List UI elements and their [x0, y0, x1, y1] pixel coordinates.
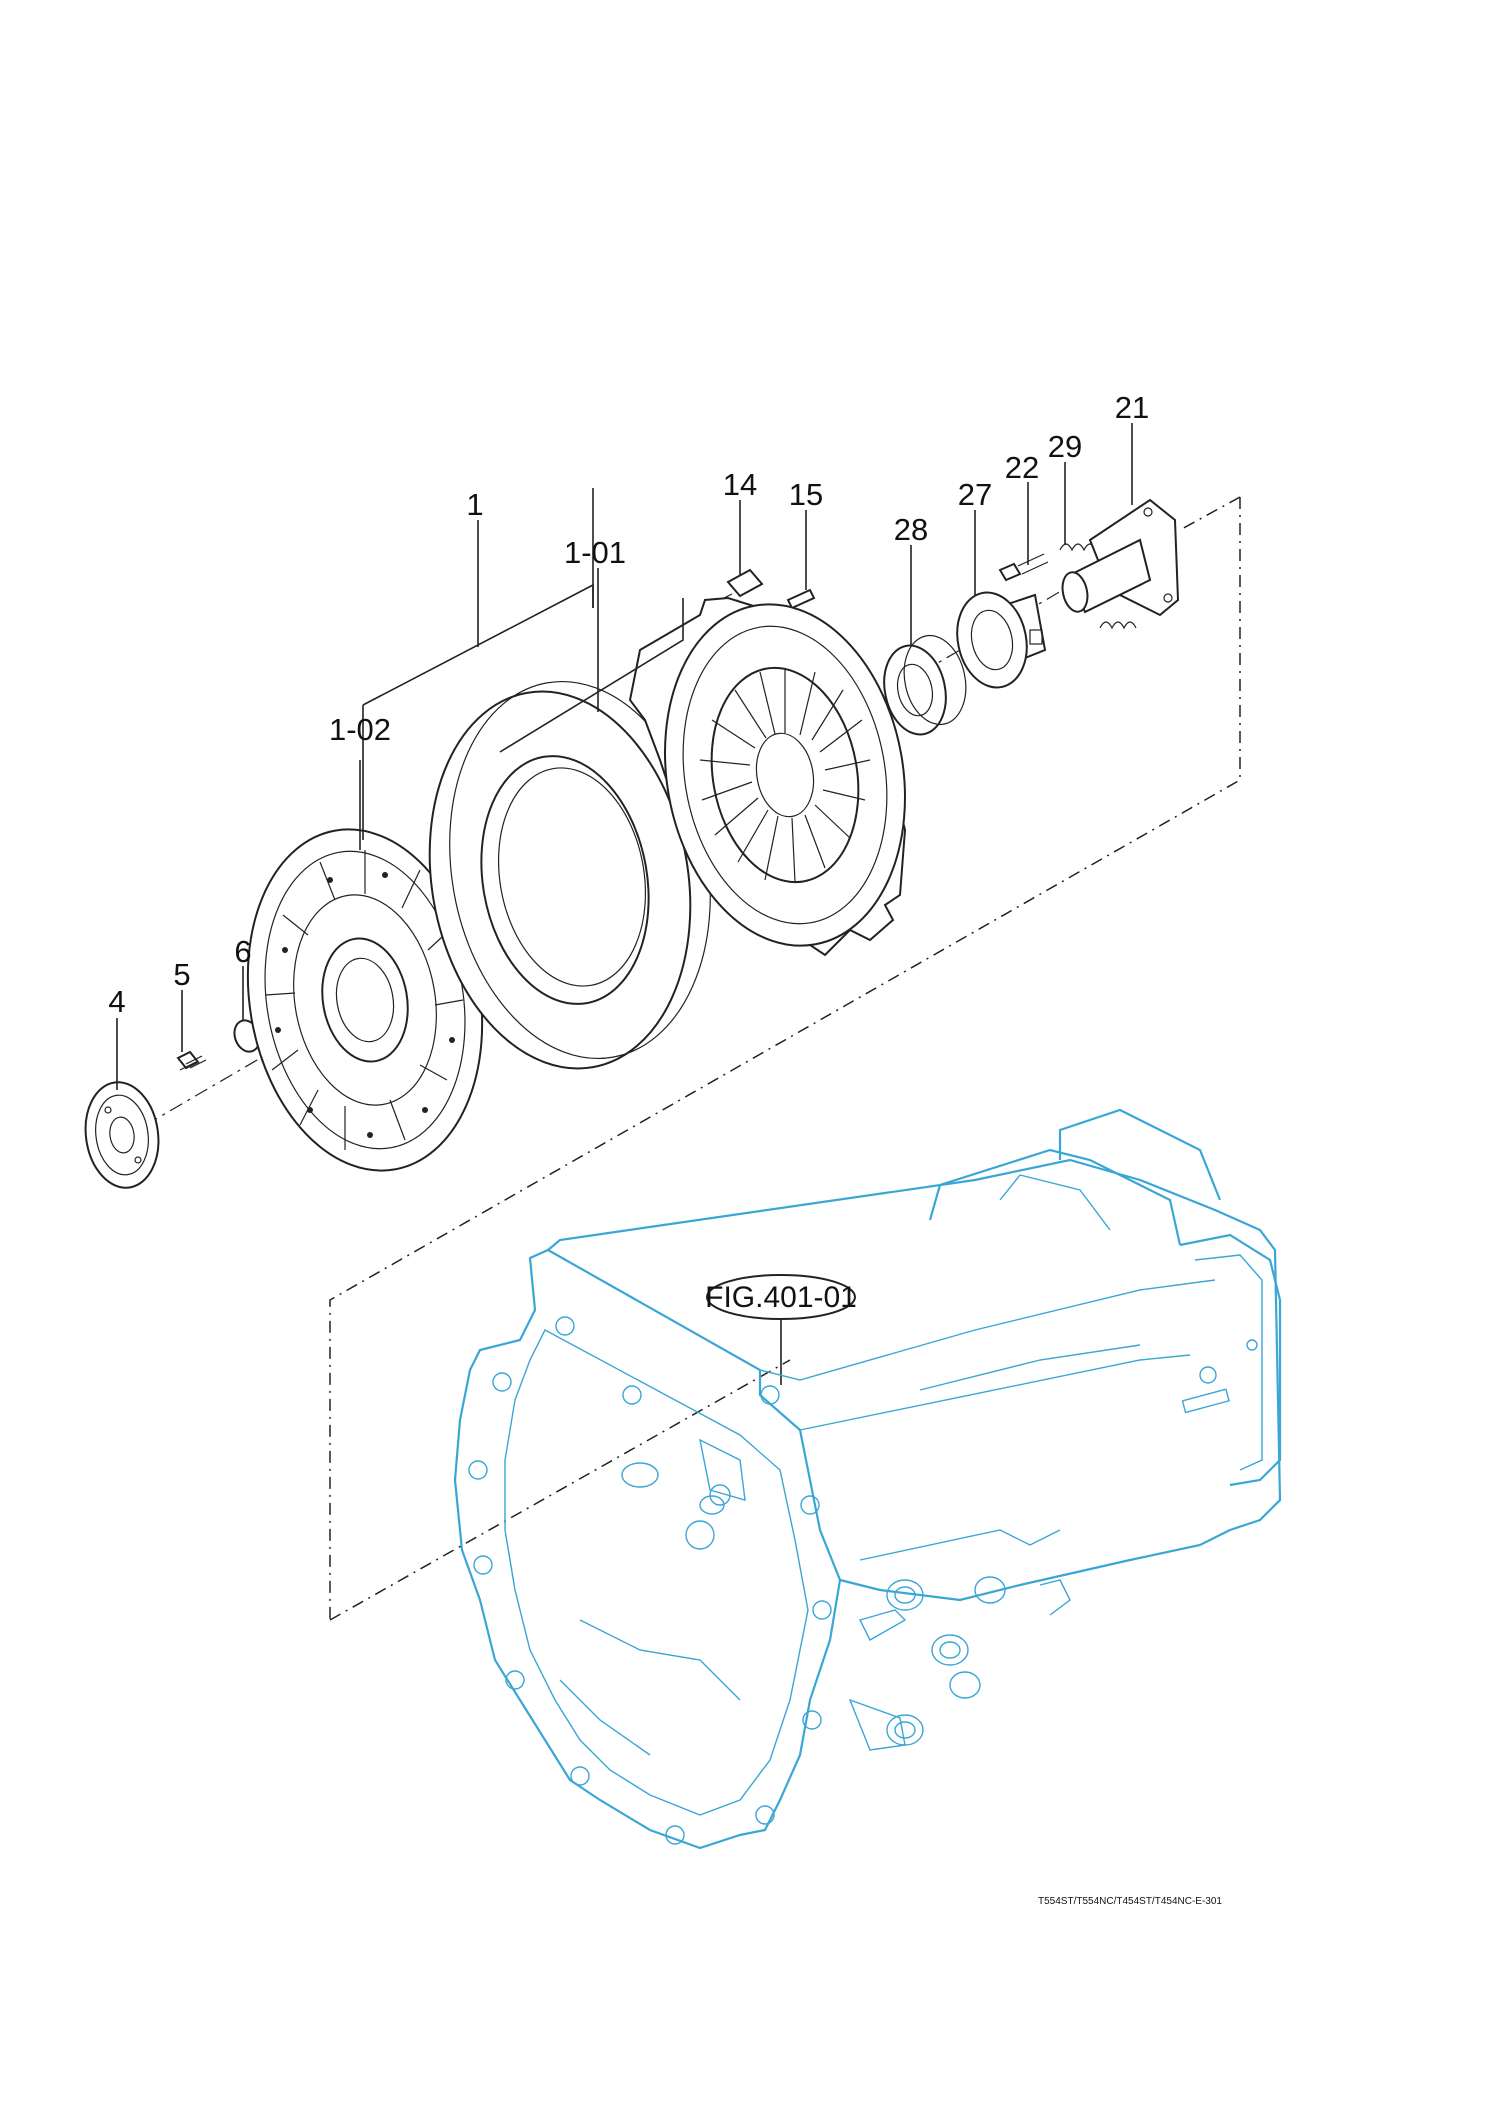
part-21-guide-sleeve — [1061, 498, 1180, 617]
callout-6: 6 — [234, 934, 251, 969]
transmission-housing — [453, 1108, 1282, 1850]
part-15-pin — [786, 588, 816, 610]
callout-29: 29 — [1048, 429, 1082, 464]
callout-14: 14 — [723, 467, 757, 502]
callout-28: 28 — [894, 512, 928, 547]
callout-4: 4 — [108, 984, 125, 1019]
pressure-plate-cover — [628, 596, 907, 957]
part-28-bearing — [883, 634, 967, 736]
part-22-bolt — [998, 553, 1049, 582]
drawing-code: T554ST/T554NC/T454ST/T454NC-E-301 — [1038, 1896, 1222, 1907]
callout-1: 1 — [466, 487, 483, 522]
callout-27: 27 — [958, 477, 992, 512]
figure-reference-label: FIG.401-01 — [705, 1281, 857, 1314]
callout-1-01: 1-01 — [564, 535, 626, 570]
part-5-bolt — [176, 1050, 207, 1071]
part-4-cover-plate — [84, 1081, 160, 1189]
callout-1-02: 1-02 — [329, 712, 391, 747]
part-29-spring — [1059, 543, 1137, 630]
callout-15: 15 — [789, 477, 823, 512]
part-27-release-hub — [956, 591, 1047, 689]
callout-22: 22 — [1005, 450, 1039, 485]
callout-5: 5 — [173, 957, 190, 992]
callout-labels: 1 1-01 1-02 4 5 6 14 15 21 22 27 28 29 — [108, 390, 1149, 1019]
part-1-02-clutch-disc — [246, 828, 484, 1172]
part-1-01-pressure-ring — [428, 680, 711, 1070]
callout-21: 21 — [1115, 390, 1149, 425]
leader-lines — [116, 423, 1133, 1385]
